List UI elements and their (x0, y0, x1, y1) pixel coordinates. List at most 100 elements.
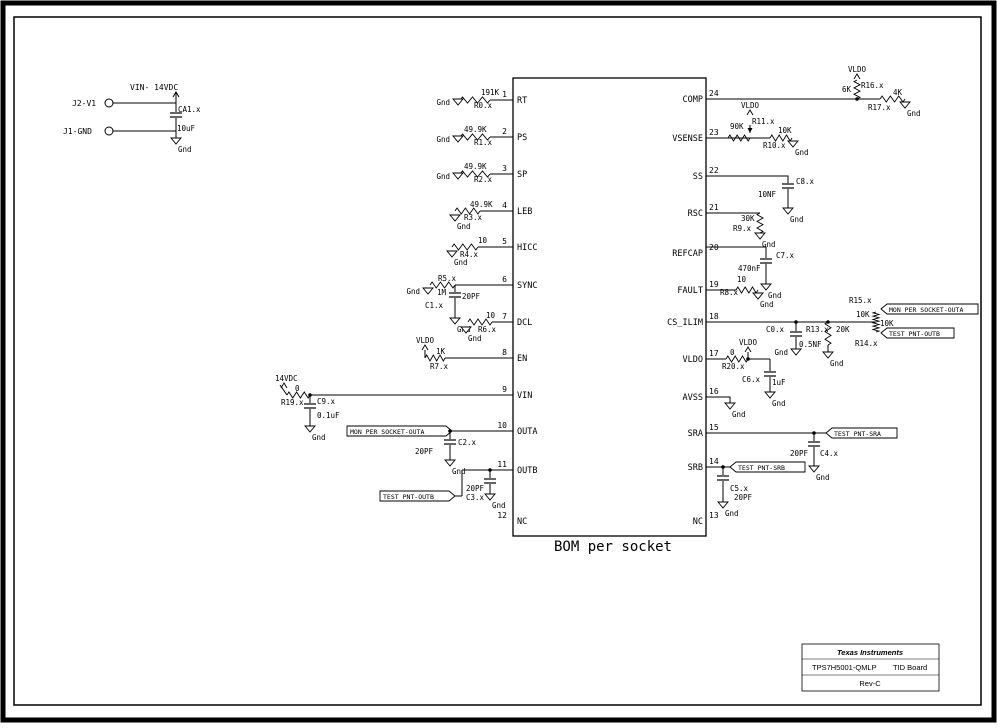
flag-label: TEST PNT-OUTB (889, 330, 940, 338)
pin-name: SS (693, 172, 703, 182)
resistor-value: 0 (730, 348, 735, 357)
junction-dot (308, 393, 312, 397)
ground-symbol: Gnd (449, 214, 471, 231)
net-flag: TEST PNT-SRA (825, 427, 898, 439)
resistor-value: 20K (836, 325, 850, 334)
ground-symbol: Gnd (808, 465, 830, 482)
pin-number: 17 (709, 349, 719, 358)
resistor-zigzag (459, 170, 491, 178)
wire (279, 384, 288, 396)
resistor-zigzag (725, 355, 749, 363)
ground-triangle (717, 501, 729, 509)
flag-outline (379, 490, 456, 502)
pin-name: OUTA (517, 427, 537, 437)
cap-value: 20PF (790, 449, 809, 458)
ground-triangle (760, 283, 772, 291)
pin-name: NC (517, 517, 527, 527)
cap-ref: C6.x (742, 375, 761, 384)
ground-symbol: Gnd (717, 501, 739, 518)
pin-name: PS (517, 133, 527, 143)
resistor-ref: R9.x (733, 224, 752, 233)
cap-ref: C2.x (458, 438, 477, 447)
net-flag: MON PER SOCKET-OUTA (880, 303, 979, 315)
resistor-value: 49.9K (464, 162, 487, 171)
cap-value: 1uF (772, 378, 786, 387)
input-section: VIN- 14VDC J2-V1 J1-GND CA1.x 10uF (63, 83, 201, 136)
ground-triangle (452, 135, 464, 143)
pin-name: FAULT (677, 286, 703, 296)
gnd-label: Gnd (492, 501, 506, 510)
pin-number: 12 (497, 511, 507, 520)
pin-number: 9 (502, 385, 507, 394)
ground-triangle (170, 137, 182, 145)
resistor-zigzag (459, 133, 491, 141)
gnd-label: Gnd (436, 172, 450, 181)
resistor-zigzag (756, 212, 764, 234)
pin-name: SRB (688, 463, 703, 473)
pin-name: NC (693, 517, 703, 527)
pin-number: 7 (502, 312, 507, 321)
ground-symbol: Gnd (304, 425, 326, 442)
pin-number: 19 (709, 280, 719, 289)
ground-symbol: Gnd (446, 250, 468, 267)
ground-triangle (754, 232, 766, 240)
ground-symbol: Gnd (754, 232, 776, 249)
ground-triangle (444, 459, 456, 467)
resistor-value: 10K (778, 126, 792, 135)
ground-triangle (787, 140, 799, 148)
resistor-ref: R2.x (474, 175, 493, 184)
resistor-ref: R11.x (752, 117, 775, 126)
ground-symbol: Gnd (436, 172, 464, 181)
resistor-value: 10 (478, 236, 488, 245)
ground-triangle (422, 287, 434, 295)
pin-name: OUTB (517, 466, 537, 476)
pin-number: 16 (709, 387, 719, 396)
pin-name: RSC (688, 209, 703, 219)
pin-number: 4 (502, 201, 507, 210)
pin-name: RT (517, 96, 527, 106)
net-flag: TEST PNT-OUTB (379, 490, 456, 502)
ground-triangle (790, 348, 802, 356)
resistor-zigzag (824, 321, 832, 346)
ic-pin-en: 8EN (502, 348, 527, 364)
ground-triangle (484, 493, 496, 501)
flag-label: MON PER SOCKET-OUTA (350, 428, 424, 436)
gnd-label: Gnd (768, 291, 782, 300)
net-flag: TEST PNT-SRB (729, 461, 806, 473)
pin-name: SP (517, 170, 527, 180)
ground-triangle (449, 317, 461, 325)
pin-name: LEB (517, 207, 532, 217)
resistor-ref: R14.x (855, 339, 878, 348)
cap-ref: C4.x (820, 449, 839, 458)
pin-name: CS_ILIM (667, 318, 703, 328)
ground-symbol: Gnd (484, 493, 506, 510)
pin-name: REFCAP (672, 249, 703, 259)
pin-number: 6 (502, 275, 507, 284)
cap-ref: C9.x (317, 397, 336, 406)
rail-arrow (853, 73, 861, 80)
vldo-rail-symbol: VLDO (848, 65, 867, 80)
vldo-rail-symbol: VLDO (739, 338, 758, 353)
junction-dot (721, 465, 725, 469)
flag-label: MON PER SOCKET-OUTA (889, 306, 963, 314)
flag-label: TEST PNT-SRA (834, 430, 881, 438)
ca1-ref: CA1.x (178, 105, 201, 114)
resistor-zigzag (853, 79, 861, 100)
resistor-ref: R10.x (763, 141, 786, 150)
pin-number: 5 (502, 237, 507, 246)
pin-name: VLDO (683, 355, 703, 365)
resistor-zigzag (879, 95, 906, 103)
junction-dot (488, 468, 492, 472)
pin-number: 18 (709, 312, 719, 321)
cap-ref: C0.x (766, 325, 785, 334)
cap-value: 20PF (462, 292, 481, 301)
